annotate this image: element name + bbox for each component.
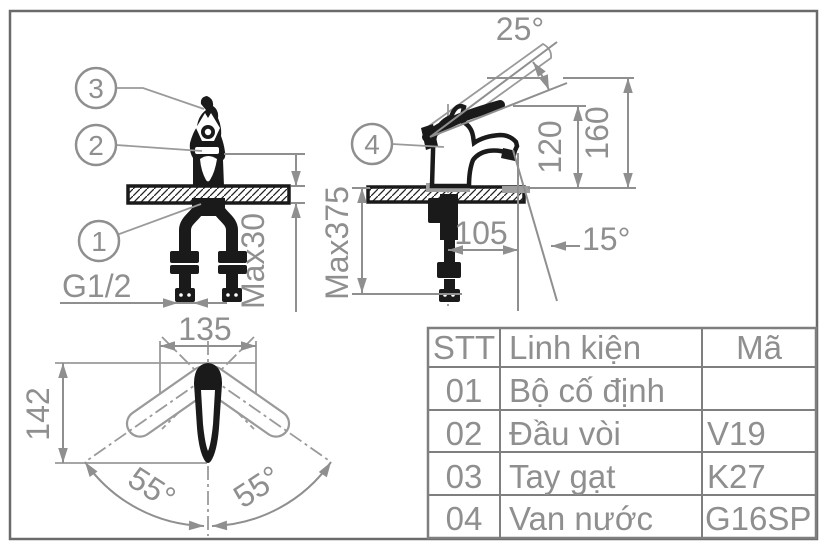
- angle25-label: 25°: [496, 11, 544, 47]
- hose-collar-left: [170, 265, 199, 274]
- angle55-left-label: 55°: [122, 460, 182, 517]
- arrowhead: [573, 173, 583, 188]
- hose-tube-left: [179, 274, 191, 290]
- arrowhead: [193, 298, 208, 308]
- dim-160-label: 160: [579, 106, 615, 159]
- max375-label: Max375: [319, 186, 355, 300]
- arrowhead: [188, 520, 205, 531]
- hose-end-right: [222, 288, 242, 302]
- arrowhead: [58, 363, 68, 378]
- table-header-stt: STT: [433, 329, 495, 366]
- hose-nut-left: [170, 251, 199, 263]
- handle-raised-outline: [428, 42, 552, 141]
- callout-1-bubble: [77, 219, 121, 263]
- hose-collar-right: [218, 265, 247, 274]
- supply-hose-right: [210, 201, 238, 253]
- dim-135-label: 135: [178, 311, 231, 347]
- table-row: 03 Tay gạt K27: [446, 458, 766, 495]
- cell-code: V19: [707, 415, 766, 452]
- arrowhead: [211, 520, 228, 531]
- front-view: 3 2 1 G1/2 Max30: [60, 66, 305, 312]
- side-view: 4 25° 120 160 Max375 105: [319, 11, 636, 311]
- swing-axis-right: [207, 375, 332, 463]
- table-row: 02 Đầu vòi V19: [446, 415, 766, 452]
- callout-2-leader: [115, 144, 203, 152]
- max30-label: Max30: [235, 213, 271, 309]
- cell-part: Đầu vòi: [509, 415, 621, 452]
- callout-4-leader: [391, 143, 445, 148]
- callout-2-label: 2: [88, 130, 104, 161]
- cell-stt: 01: [446, 372, 483, 409]
- hose-nut-right: [218, 251, 247, 263]
- hose-end-left: [175, 288, 195, 302]
- cell-stt: 03: [446, 458, 483, 495]
- cell-stt: 04: [446, 500, 483, 537]
- hose-end-dot: [187, 293, 191, 297]
- table-header-code: Mã: [736, 329, 782, 366]
- arrowhead: [58, 448, 68, 463]
- callout-1-leader: [113, 203, 202, 237]
- cell-code: G16SP: [705, 500, 811, 537]
- parts-table: STT Linh kiện Mã 01 Bộ cố định 02 Đầu vò…: [426, 326, 818, 540]
- hose-tube2-side: [444, 279, 455, 290]
- angle25-ray-raised: [429, 41, 558, 138]
- handle-lever-side: [422, 100, 505, 142]
- drawing-border-frame: [8, 9, 819, 541]
- dim-142-label: 142: [20, 387, 56, 440]
- spout-mouth-front: [195, 147, 219, 154]
- hose-tube-right: [226, 274, 238, 290]
- swing-axis-left: [84, 375, 209, 463]
- table-border: [426, 326, 818, 540]
- mounting-nut-side: [428, 198, 442, 223]
- arrowhead: [623, 78, 633, 93]
- g-thread-label: G1/2: [62, 268, 131, 304]
- angle25-ray-rest: [429, 82, 568, 138]
- hose-end-dot: [234, 293, 238, 297]
- hose-end-dot: [226, 293, 230, 297]
- swing-arc-left: [84, 461, 205, 527]
- callout-4-bubble: [350, 122, 394, 166]
- callout-2-bubble: [74, 123, 118, 167]
- handle-screw-hole: [204, 128, 212, 136]
- angle55-right-label: 55°: [227, 459, 287, 516]
- cell-stt: 02: [446, 415, 483, 452]
- table-header-part: Linh kiện: [509, 329, 641, 366]
- cell-part: Bộ cố định: [509, 372, 665, 409]
- arrowhead: [291, 203, 301, 218]
- swing-arc-right: [211, 461, 332, 527]
- arrowhead: [551, 241, 566, 251]
- supply-hose-left: [179, 201, 207, 253]
- arrowhead: [357, 278, 367, 293]
- shank-side: [440, 194, 458, 240]
- hose-end-side: [439, 289, 460, 302]
- cell-part: Van nước: [509, 500, 653, 537]
- cell-code: K27: [707, 458, 766, 495]
- table-row: 01 Bộ cố định: [446, 372, 665, 409]
- arrowhead: [623, 173, 633, 188]
- body-highlight-front: [200, 156, 217, 182]
- arrowhead: [291, 171, 301, 186]
- handle-plan-slot: [201, 390, 215, 451]
- angle15-slanted-line: [512, 149, 558, 302]
- dim-105-label: 105: [454, 215, 507, 251]
- base-gasket-rear: [502, 186, 530, 193]
- dim-120-label: 120: [532, 120, 568, 173]
- angle15-label: 15°: [582, 221, 630, 257]
- callout-4-label: 4: [364, 129, 380, 160]
- table-row: 04 Van nước G16SP: [446, 500, 812, 537]
- callout-1-label: 1: [91, 226, 107, 257]
- top-view: 55° 55° 135 142: [20, 311, 336, 536]
- callout-3-leader: [116, 87, 205, 110]
- cell-part: Tay gạt: [509, 458, 615, 495]
- hose-nut-side: [437, 262, 461, 278]
- hose-end-dot: [179, 293, 183, 297]
- hose-tube-side: [444, 240, 455, 264]
- callout-3-label: 3: [88, 73, 104, 104]
- callout-3-bubble: [74, 66, 118, 110]
- arrowhead: [357, 188, 367, 203]
